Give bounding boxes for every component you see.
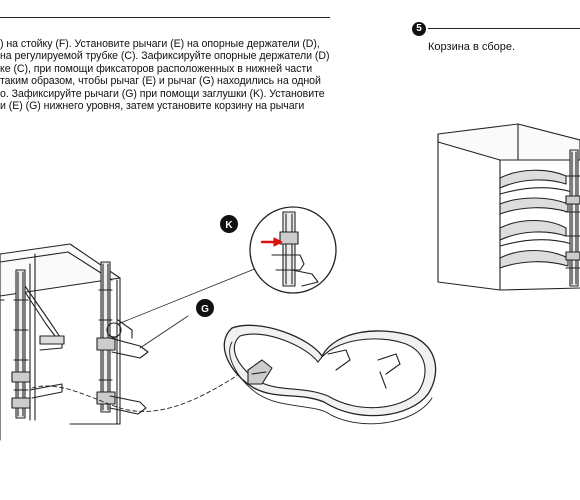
callout-g-label: G: [201, 304, 209, 315]
callout-k-badge: K: [220, 215, 238, 233]
cabinet-frame-left: [0, 243, 149, 441]
callout-k-label: K: [225, 220, 233, 231]
assembled-cabinet: [437, 123, 580, 291]
instruction-line: и (E) (G) нижнего уровня, затем установи…: [0, 100, 305, 113]
detail-magnifier-k: [249, 206, 337, 294]
instruction-text: ) на стойку (F). Установите рычаги (E) н…: [0, 38, 345, 112]
callout-g-badge: G: [196, 299, 214, 317]
header-rule-right: [428, 28, 580, 29]
step-caption: Корзина в сборе.: [428, 41, 516, 53]
instruction-line: о. Зафиксируйте рычаги (G) при помощи за…: [0, 87, 325, 100]
instruction-line: таким образом, чтобы рычаг (E) и рычаг (…: [0, 75, 321, 88]
instruction-line: ке (C), при помощи фиксаторов расположен…: [0, 62, 313, 75]
basket-tray: [223, 324, 437, 425]
instruction-line: на регулируемой трубке (C). Зафиксируйте…: [0, 50, 330, 63]
instruction-line: ) на стойку (F). Установите рычаги (E) н…: [0, 38, 320, 50]
header-rule-left: [0, 17, 330, 18]
step-number-badge: 5: [412, 22, 426, 36]
